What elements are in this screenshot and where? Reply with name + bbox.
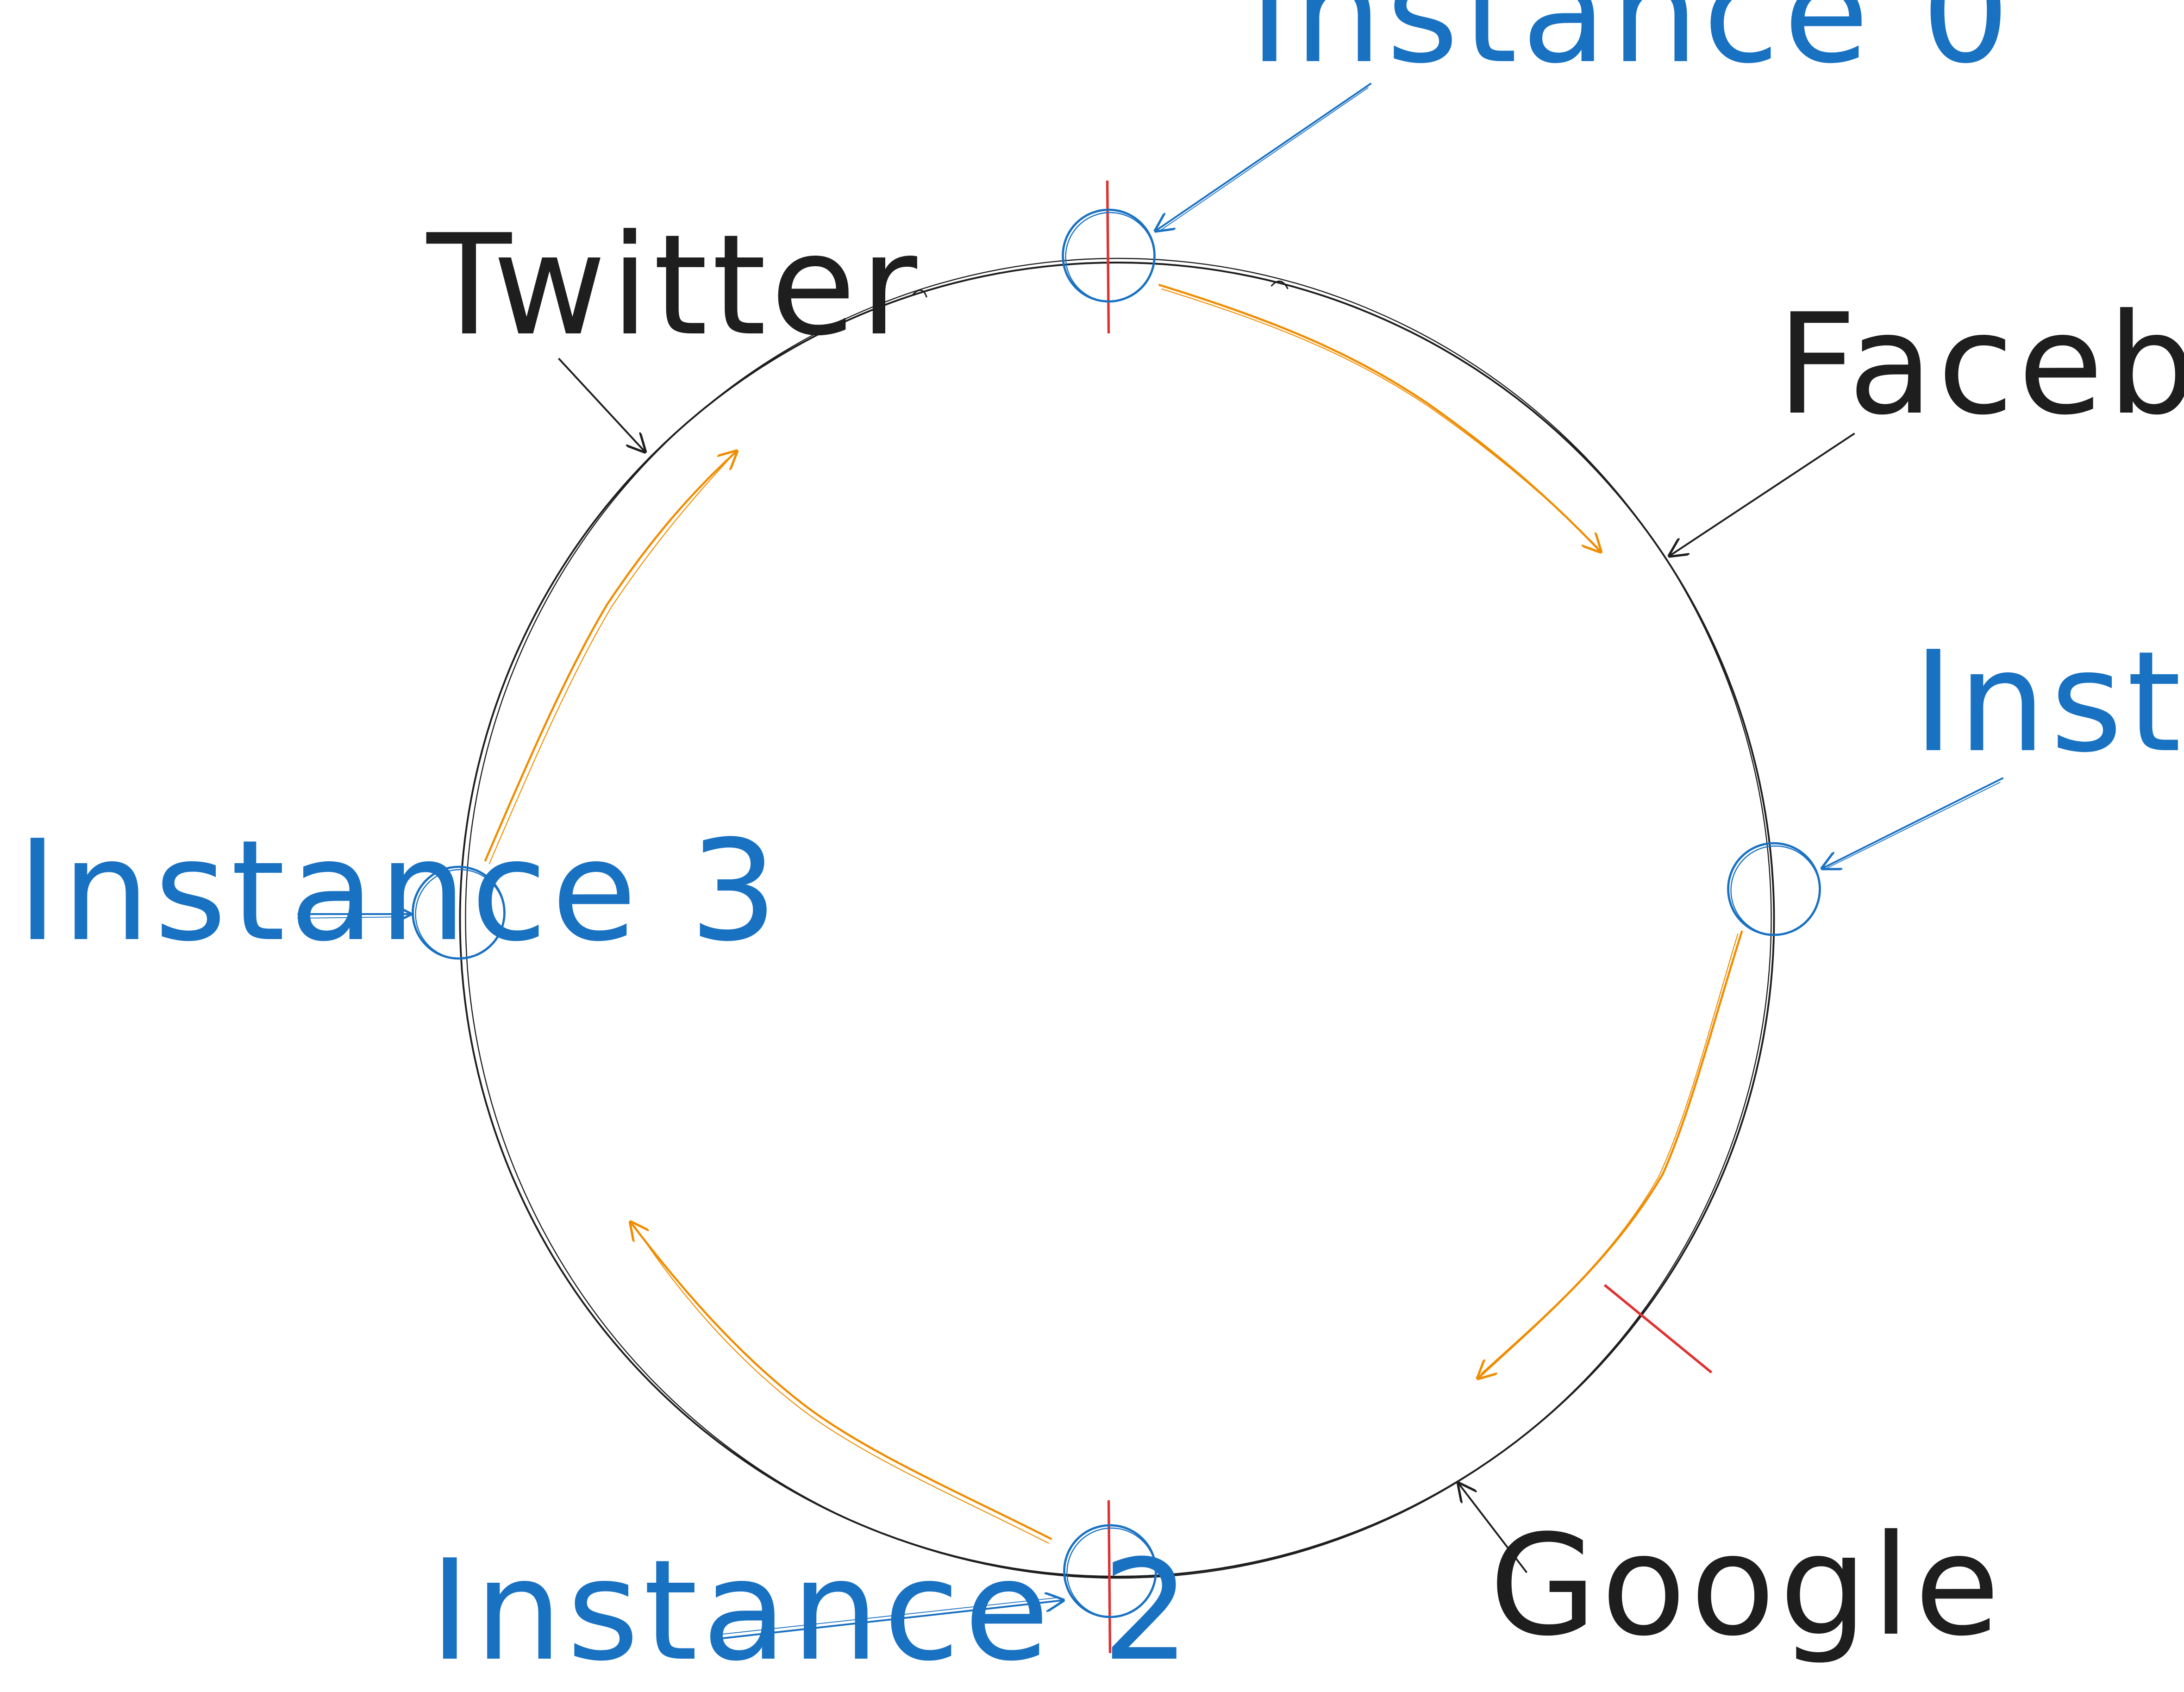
flow-arrow-1-to-google (1478, 930, 1743, 1378)
service-pointers (558, 357, 1855, 1573)
instance-node-2 (1063, 1524, 1157, 1618)
pointer-instance-2 (714, 1600, 1063, 1640)
flow-arrow-3-to-twitter (484, 451, 737, 862)
instance-node-1 (1727, 842, 1821, 936)
partition-markers (1106, 180, 1713, 1654)
instance-label-0: Instance 0 (1249, 0, 2014, 94)
instance-node-0 (1062, 208, 1156, 303)
marker-top (1106, 180, 1110, 334)
flow-arrow-2-to-3 (631, 1222, 1052, 1541)
instance-nodes (412, 208, 1821, 1618)
marker-right (1603, 1284, 1713, 1374)
pointer-instance-1 (1823, 777, 2004, 868)
instance-label-1: Instance 1 (1913, 621, 2184, 783)
service-label-google: Google (1489, 1505, 2004, 1667)
instance-node-3 (412, 865, 506, 960)
flow-arrows (484, 283, 1743, 1544)
pointer-twitter (558, 357, 645, 451)
flow-arrow-0-to-1 (1158, 283, 1601, 551)
instance-label-2: Instance 2 (430, 1530, 1195, 1692)
hash-ring (459, 257, 1775, 1579)
pointer-instance-0 (1156, 82, 1372, 231)
pointer-google (1459, 1484, 1528, 1573)
pointer-facebook (1670, 432, 1855, 556)
instance-pointers (297, 82, 2004, 1640)
instance-label-3: Instance 3 (17, 810, 782, 972)
service-label-twitter: Twitter (425, 205, 921, 366)
service-label-facebook: Facebook (1777, 284, 2184, 445)
